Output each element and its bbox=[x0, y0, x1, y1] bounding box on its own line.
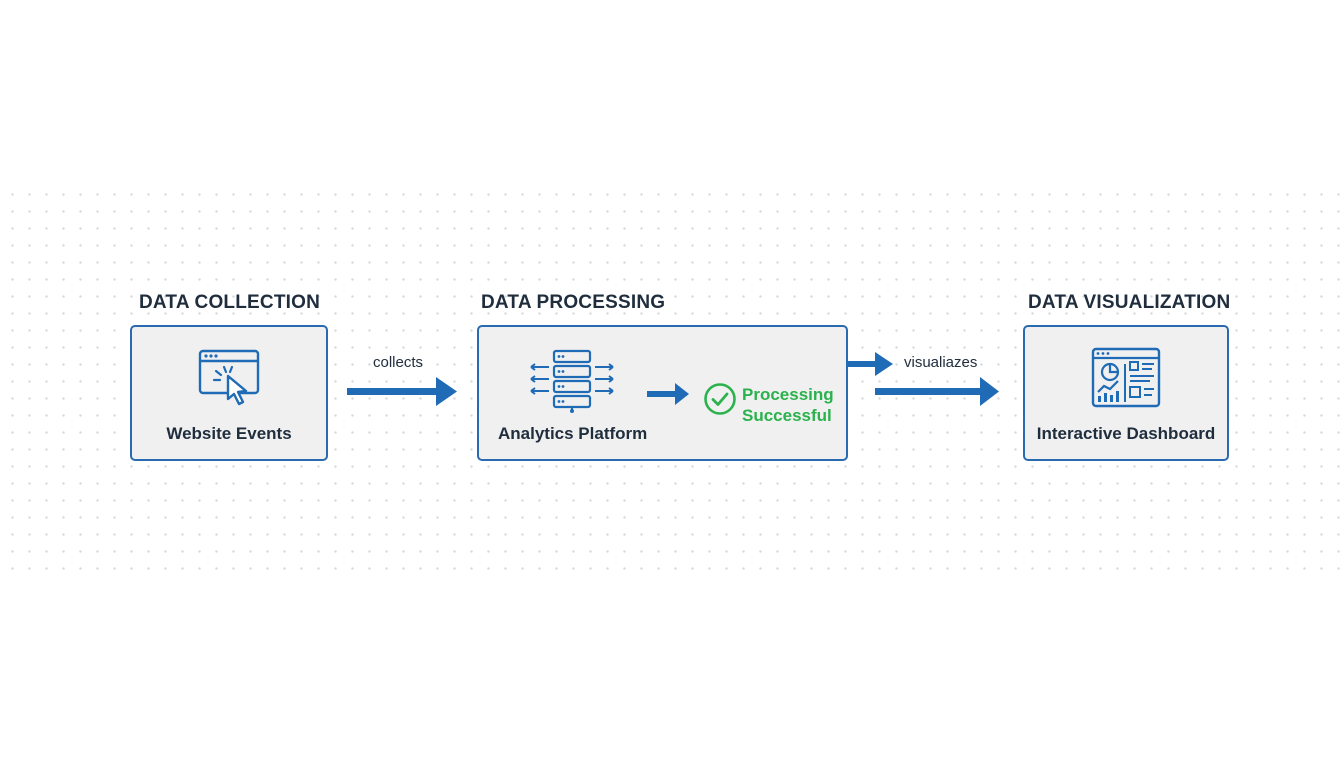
node-label-website-events: Website Events bbox=[166, 424, 292, 443]
stage-title-processing: DATA PROCESSING bbox=[481, 292, 666, 313]
edge-label-visualizes: visualiazes bbox=[904, 354, 978, 371]
arrow-platform-exit bbox=[846, 352, 893, 376]
node-label-interactive-dashboard: Interactive Dashboard bbox=[1036, 424, 1216, 443]
node-label-analytics-platform: Analytics Platform bbox=[498, 424, 648, 443]
arrow-visualizes bbox=[875, 377, 999, 406]
browser-cursor-icon bbox=[198, 349, 260, 406]
check-circle-icon bbox=[704, 383, 736, 415]
inner-arrow-icon bbox=[647, 383, 689, 405]
processing-status-line2: Successful bbox=[742, 406, 832, 425]
arrow-collects bbox=[347, 377, 457, 406]
dashboard-icon bbox=[1091, 347, 1161, 408]
stage-title-collection: DATA COLLECTION bbox=[139, 292, 321, 313]
server-stack-icon bbox=[530, 349, 614, 413]
node-interactive-dashboard[interactable]: Interactive Dashboard bbox=[1023, 325, 1229, 461]
processing-status-line1: Processing bbox=[742, 385, 834, 404]
edge-label-collects: collects bbox=[373, 354, 424, 371]
stage-title-visualization: DATA VISUALIZATION bbox=[1028, 292, 1231, 313]
node-analytics-platform[interactable]: Analytics Platform Processing Successful bbox=[477, 325, 848, 461]
node-website-events[interactable]: Website Events bbox=[130, 325, 328, 461]
